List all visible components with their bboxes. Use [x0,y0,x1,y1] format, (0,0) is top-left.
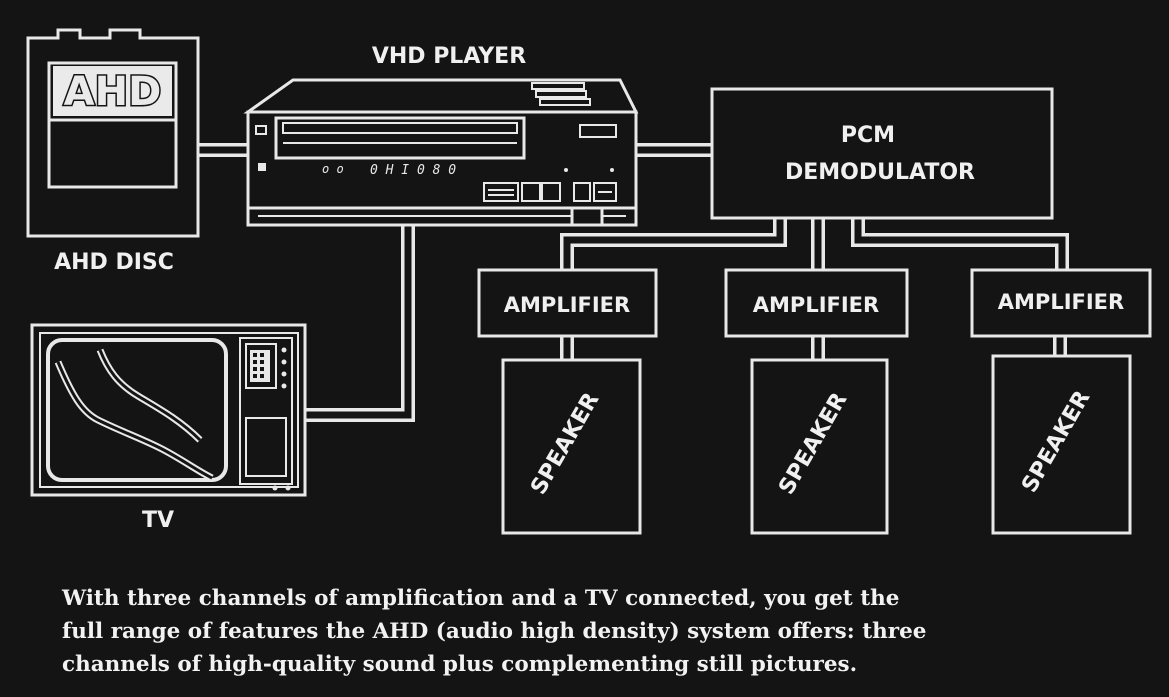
vhd-player-label: VHD PLAYER [372,44,526,69]
vhd-player-icon: o o 0 H I 0 8 0 [243,78,639,227]
tv-icon [30,323,307,497]
cables [198,143,1069,422]
ahd-disc-icon: AHD [26,28,200,238]
speaker-3: SPEAKER [991,354,1132,535]
amplifier-3: AMPLIFIER [970,268,1152,338]
caption-line-1: With three channels of amplification and… [62,586,900,611]
player-button [521,182,541,202]
caption: With three channels of amplification and… [62,582,1122,681]
player-display: 0 H I 0 8 0 [370,163,456,178]
tv-label: TV [142,508,174,533]
player-button [541,182,561,202]
caption-line-3: channels of high-quality sound plus comp… [62,652,858,677]
speaker-2: SPEAKER [750,358,889,535]
player-button [593,182,617,202]
amplifier-label: AMPLIFIER [998,290,1124,314]
amplifier-1: AMPLIFIER [477,268,658,338]
amplifier-2: AMPLIFIER [724,268,909,338]
demodulator-label-line2: DEMODULATOR [785,160,975,185]
cable-player-tv [305,226,415,422]
amplifier-label: AMPLIFIER [504,293,630,317]
ahd-disc-label: AHD DISC [54,250,174,275]
demodulator-label-line1: PCM [841,123,895,148]
cable-demod-amplifier-3 [851,218,1069,270]
player-button [573,182,591,202]
amplifier-label: AMPLIFIER [753,293,879,317]
ahd-logo: AHD [64,69,162,115]
player-button [483,182,519,202]
svg-text:o o: o o [322,162,344,176]
caption-line-2: full range of features the AHD (audio hi… [62,619,927,644]
speaker-1: SPEAKER [501,358,642,535]
pcm-demodulator-box [710,87,1054,220]
